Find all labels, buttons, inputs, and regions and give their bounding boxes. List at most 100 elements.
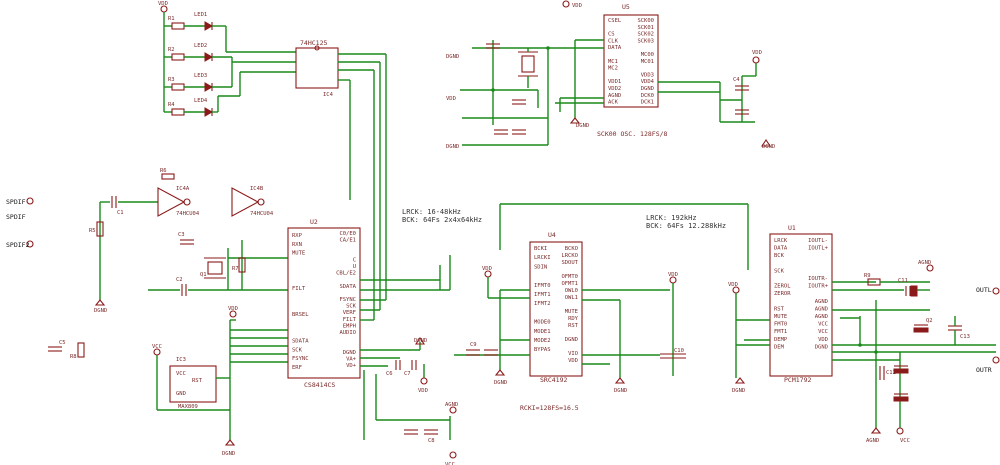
u2-pin-rxp: RXP bbox=[292, 233, 303, 239]
u4-pin-mode1: MODE1 bbox=[534, 329, 551, 335]
u4-pin-mode0: MODE0 bbox=[534, 320, 551, 326]
u2-dgnd: DGND bbox=[414, 338, 427, 344]
ic4-ref: IC4 bbox=[323, 92, 334, 98]
u4-dgnd-left: DGND bbox=[494, 380, 507, 386]
inv1-ref: IC4A bbox=[176, 186, 190, 192]
u1-pin-bck: BCK bbox=[774, 253, 785, 259]
u2-pin-fsync: FSYNC bbox=[292, 356, 309, 362]
u5-pin-cs: CS bbox=[608, 32, 615, 38]
u4-pin-sdout: SDOUT bbox=[561, 260, 578, 266]
u4-pin-owl0: OWL0 bbox=[565, 288, 578, 294]
u1-vcc: VCC bbox=[900, 438, 910, 444]
sup-pin-vcc: VCC bbox=[176, 371, 186, 377]
u4-pin-bcki: BCKI bbox=[534, 246, 547, 252]
q1-ref: Q1 bbox=[200, 272, 207, 278]
u5-pin-dck1: DCK1 bbox=[641, 100, 654, 106]
led4-ref: LED4 bbox=[194, 98, 208, 104]
u2-pin-dgnd: DGND bbox=[343, 350, 356, 356]
u2-pin-sdata: SDATA bbox=[292, 339, 309, 345]
c8-ref: C9 bbox=[470, 342, 477, 348]
note-bck-1: BCK: 64Fs 2x4x64kHz bbox=[402, 216, 482, 224]
r1-ref: R1 bbox=[168, 16, 175, 22]
u4-part: SRC4192 bbox=[540, 376, 567, 384]
vdd-label: VDD bbox=[158, 1, 168, 7]
u5-caption: SCK00 OSC. 128FS/8 bbox=[597, 130, 668, 138]
u4-pin-vio: VIO bbox=[568, 351, 578, 357]
spdif2-label: SPDIF2 bbox=[6, 241, 30, 249]
u1-pin-data: DATA bbox=[774, 246, 788, 252]
u5-chip: VDD U5 CSELCSCLKDATAMC1MC2VDD1VDD2AGNDAC… bbox=[555, 0, 775, 150]
u5-vdd-right: VDD bbox=[752, 50, 762, 56]
u1-pin-sck: SCK bbox=[774, 268, 785, 274]
u1-pin-ioutl-: IOUTL- bbox=[808, 238, 828, 244]
u4-pin-ifmt1: IFMT1 bbox=[534, 292, 551, 298]
u1-pin-zeror: ZEROR bbox=[774, 291, 791, 297]
u4-pin-ifmt0: IFMT0 bbox=[534, 283, 551, 289]
u2-pin-verf: VERF bbox=[343, 310, 356, 316]
u5-pin-csel: CSEL bbox=[608, 18, 622, 24]
c3-ref: C3 bbox=[178, 232, 185, 238]
r3-ref: R3 bbox=[168, 77, 175, 83]
u2-pin-va-: VA+ bbox=[346, 356, 357, 362]
u5-pin-mc1: MC1 bbox=[608, 59, 618, 65]
u1-chip: U1 PCM1792 LRCKDATABCKSCKZEROLZERORRSTMU… bbox=[728, 224, 1000, 444]
u1-pin-agnd: AGND bbox=[815, 314, 828, 320]
r4-ref: R4 bbox=[168, 102, 175, 108]
u1-agnd-top: AGND bbox=[918, 260, 931, 266]
led1-ref: LED1 bbox=[194, 12, 207, 18]
u5-vdd-label: VDD bbox=[572, 3, 582, 9]
u5-pin-vdd4: VDD4 bbox=[641, 79, 655, 85]
u4-dgnd-right: DGND bbox=[614, 388, 627, 394]
spdif-input-section: SPDIF SPDIF SPDIF2 C1 R5 DGND R6 IC4A 74… bbox=[6, 168, 274, 314]
u5-pin-mc00: MC00 bbox=[641, 52, 654, 58]
u4-vdd-left: VDD bbox=[482, 266, 492, 272]
outr-label: OUTR bbox=[976, 366, 992, 374]
u2-vcc: VCC bbox=[445, 462, 455, 465]
c10-ref: C11 bbox=[898, 278, 908, 284]
r8-ref: R8 bbox=[70, 354, 77, 360]
u5-pin-vdd1: VDD1 bbox=[608, 79, 621, 85]
u1-pin-ioutr-: IOUTR+ bbox=[808, 284, 829, 290]
u2-pin-mute: MUTE bbox=[292, 251, 305, 257]
u2-pin-c0-e0: C0/E0 bbox=[339, 231, 356, 237]
xtal-gnd-bottom: DGND bbox=[446, 144, 459, 150]
u2-ref: U2 bbox=[310, 218, 318, 226]
u4-ref: U4 bbox=[548, 231, 556, 239]
sup-dgnd: DGND bbox=[222, 451, 235, 457]
u1-pin-dem: DEM bbox=[774, 344, 785, 350]
u1-ref: U1 bbox=[788, 224, 796, 232]
u4-pin-owl1: OWL1 bbox=[565, 295, 578, 301]
u5-pin-vdd3: VDD3 bbox=[641, 72, 654, 78]
u2-pin-emph: EMPH bbox=[343, 323, 356, 329]
r5-ref: R5 bbox=[89, 228, 96, 234]
u5-pin-data: DATA bbox=[608, 45, 622, 51]
u2-agnd: AGND bbox=[445, 402, 458, 408]
u4-pin-rst: RST bbox=[568, 323, 579, 329]
led-array: VDD R1 R2 R3 R4 LED1 LED2 LED3 LED4 bbox=[158, 1, 296, 117]
u5-ref: U5 bbox=[622, 3, 630, 11]
r2-ref: R2 bbox=[168, 47, 175, 53]
c-u5-1: C4 bbox=[733, 77, 740, 83]
spdif-label: SPDIF bbox=[6, 198, 26, 206]
led3-ref: LED3 bbox=[194, 73, 207, 79]
u4-pin-bypas: BYPAS bbox=[534, 347, 551, 353]
u5-pin-dgnd: DGND bbox=[641, 86, 654, 92]
xtal-gnd-top: DGND bbox=[446, 54, 459, 60]
u4-pin-dgnd: DGND bbox=[565, 337, 578, 343]
u4-pin-ofmt0: OFMT0 bbox=[561, 274, 578, 280]
xtal-vdd: VDD bbox=[446, 96, 456, 102]
ic-74hc125: 74HC125 IC4 bbox=[295, 39, 387, 320]
input-dgnd: DGND bbox=[94, 308, 107, 314]
u1-pin-mute: MUTE bbox=[774, 314, 787, 320]
u4-pin-vdd: VDD bbox=[568, 358, 578, 364]
c1-ref: C1 bbox=[117, 210, 124, 216]
c9-ref: C10 bbox=[674, 348, 684, 354]
u1-pin-ioutl-: IOUTL+ bbox=[808, 246, 829, 252]
u4-pin-ifmt2: IFMT2 bbox=[534, 301, 551, 307]
u4-pin-ofmt1: OFMT1 bbox=[561, 281, 578, 287]
u5-dgnd-right: DGND bbox=[762, 144, 775, 150]
u1-pin-vcc: VCC bbox=[818, 329, 828, 335]
u2-pin-filt: FILT bbox=[343, 317, 357, 323]
c2-ref: C2 bbox=[176, 277, 183, 283]
